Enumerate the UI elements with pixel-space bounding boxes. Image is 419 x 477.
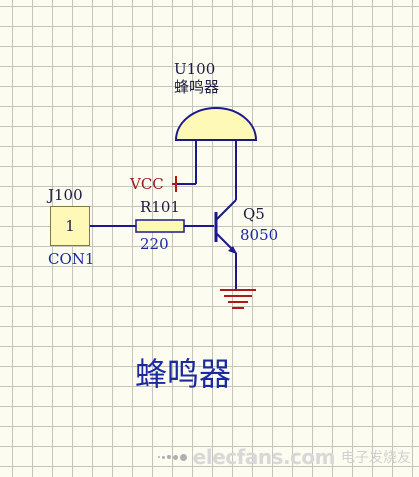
connector-ref: J100 bbox=[48, 186, 83, 204]
transistor-collector bbox=[215, 199, 237, 221]
resistor-ref: R101 bbox=[140, 198, 180, 216]
resistor-symbol bbox=[135, 219, 185, 233]
caption-title: 蜂鸣器 bbox=[135, 355, 232, 393]
buzzer-symbol bbox=[174, 107, 258, 141]
watermark-dots-icon bbox=[157, 453, 187, 461]
connector-value: CON1 bbox=[48, 250, 95, 268]
watermark: elecfans.com 电子发烧友 bbox=[157, 445, 411, 469]
emitter-arrow bbox=[228, 246, 237, 254]
watermark-cn: 电子发烧友 bbox=[341, 450, 411, 466]
connector-symbol: 1 bbox=[50, 206, 90, 246]
transistor-value: 8050 bbox=[240, 226, 279, 244]
vcc-label: VCC bbox=[130, 175, 164, 193]
transistor-ref: Q5 bbox=[243, 205, 265, 223]
resistor-value: 220 bbox=[140, 235, 169, 253]
watermark-site: elecfans.com bbox=[192, 445, 336, 469]
buzzer-value: 蜂鸣器 bbox=[174, 78, 220, 96]
buzzer-ref: U100 bbox=[174, 60, 216, 78]
connector-pin: 1 bbox=[65, 217, 75, 235]
